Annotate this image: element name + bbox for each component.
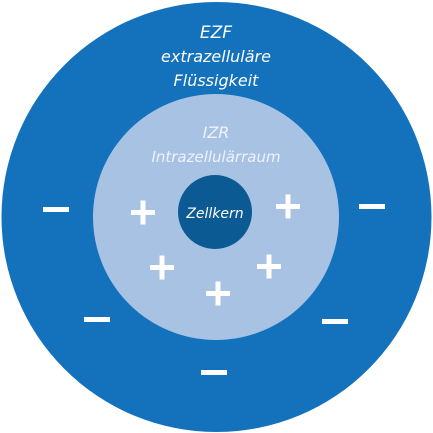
- minus-sign-icon: [43, 207, 69, 212]
- negative-charges: [43, 204, 385, 375]
- extracellular-name-line2: Flüssigkeit: [174, 71, 260, 90]
- positive-charges: [131, 194, 300, 306]
- plus-sign-icon: [276, 194, 300, 219]
- nucleus-label: Zellkern: [185, 206, 243, 222]
- plus-sign-icon: [257, 254, 281, 279]
- plus-sign-icon: [206, 281, 230, 306]
- intracellular-abbrev: IZR: [203, 123, 230, 142]
- extracellular-abbrev: EZF: [200, 23, 232, 43]
- plus-sign-icon: [150, 255, 174, 280]
- nucleus-region: [178, 175, 252, 249]
- minus-sign-icon: [201, 370, 227, 375]
- minus-sign-icon: [359, 204, 385, 209]
- plus-sign-icon: [131, 200, 155, 225]
- intracellular-name: Intrazellulärraum: [151, 148, 280, 166]
- minus-sign-icon: [84, 317, 110, 322]
- minus-sign-icon: [322, 319, 348, 324]
- extracellular-name-line1: extrazelluläre: [161, 47, 271, 66]
